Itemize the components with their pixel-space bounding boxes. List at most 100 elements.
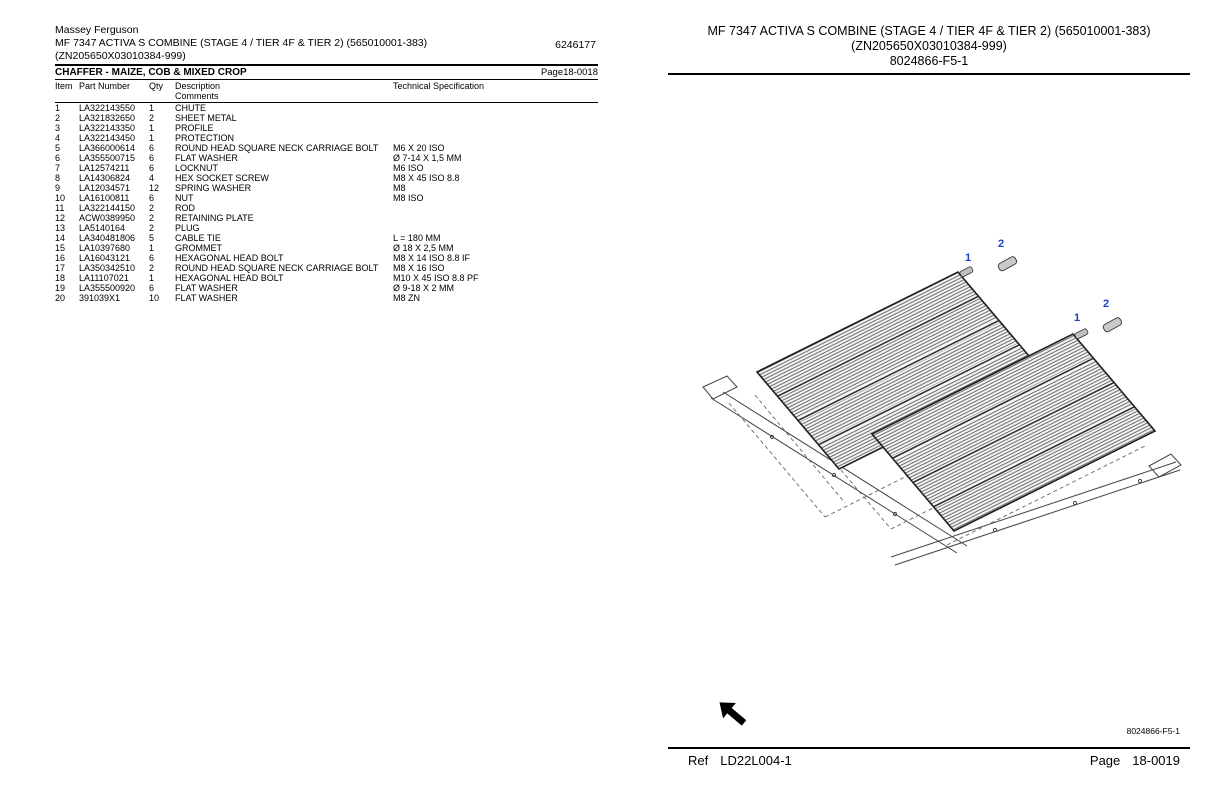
figure-caption: 8024866-F5-1	[1126, 726, 1180, 736]
header-rule	[668, 73, 1190, 75]
cell-qty: 2	[149, 213, 155, 223]
plug-item-2b	[1102, 317, 1123, 333]
column-header-tech-spec: Technical Specification	[393, 81, 598, 103]
doc-number: 6246177	[555, 39, 596, 51]
cell-qty: 2	[149, 203, 155, 213]
cell-part_number: ACW0389950	[79, 213, 136, 223]
cell-qty: 6	[149, 283, 155, 293]
cell-item: 10	[55, 193, 66, 203]
cell-qty: 1	[149, 273, 155, 283]
cell-description: HEXAGONAL HEAD BOLT	[175, 273, 284, 283]
cell-tech_spec: L = 180 MM	[393, 233, 441, 243]
cell-part_number: LA355500920	[79, 283, 136, 293]
cell-tech_spec: Ø 9-18 X 2 MM	[393, 283, 455, 293]
cell-tech_spec: Ø 7-14 X 1,5 MM	[393, 153, 462, 163]
parts-table: Item Part Number Qty Description Comment…	[55, 81, 598, 303]
cell-part_number: LA5140164	[79, 223, 126, 233]
cell-qty: 6	[149, 193, 155, 203]
cell-description: FLAT WASHER	[175, 293, 238, 303]
cell-part_number: LA322144150	[79, 203, 136, 213]
column-header-part-number: Part Number	[79, 81, 149, 103]
cell-tech_spec: M8 ZN	[393, 293, 420, 303]
cell-description: LOCKNUT	[175, 163, 219, 173]
cell-tech_spec: M8 X 14 ISO 8.8 IF	[393, 253, 471, 263]
cell-part_number: LA14306824	[79, 173, 131, 183]
cell-item: 5	[55, 143, 61, 153]
cell-qty: 2	[149, 223, 155, 233]
cell-part_number: LA11107021	[79, 273, 129, 283]
cell-part_number: LA340481806	[79, 233, 136, 243]
cell-description: NUT	[175, 193, 194, 203]
footer-page-value: 18-0019	[1132, 753, 1180, 768]
figure-subtitle: (ZN205650X03010384-999)	[851, 39, 1007, 53]
cell-description: HEX SOCKET SCREW	[175, 173, 269, 183]
cell-description: PROFILE	[175, 123, 214, 133]
left-page-header: Massey Ferguson MF 7347 ACTIVA S COMBINE…	[55, 24, 598, 63]
cell-description: CHUTE	[175, 103, 206, 113]
cell-qty: 10	[149, 293, 160, 303]
column-header-qty: Qty	[149, 81, 175, 103]
cell-description: FLAT WASHER	[175, 283, 238, 293]
cell-item: 3	[55, 123, 61, 133]
cell-tech_spec	[393, 103, 598, 114]
brand-text: Massey Ferguson	[55, 24, 139, 36]
cell-part_number: LA12574211	[79, 163, 130, 173]
cell-tech_spec: M8 X 16 ISO	[393, 263, 445, 273]
section-bar: CHAFFER - MAIZE, COB & MIXED CROP Page18…	[55, 64, 598, 80]
chaffer-panel-2	[870, 328, 1157, 532]
cell-qty: 1	[149, 123, 155, 133]
cell-tech_spec: Ø 18 X 2,5 MM	[393, 243, 454, 253]
cell-part_number: LA322143350	[79, 123, 136, 133]
cell-qty: 6	[149, 163, 155, 173]
parts-table-header: Item Part Number Qty Description Comment…	[55, 81, 598, 103]
cell-item: 18	[55, 273, 66, 283]
cell-description: PLUG	[175, 223, 200, 233]
cell-qty: 4	[149, 173, 155, 183]
figure-title: MF 7347 ACTIVA S COMBINE (STAGE 4 / TIER…	[707, 24, 1151, 38]
cell-tech_spec: M6 X 20 ISO	[393, 143, 445, 153]
cell-description: RETAINING PLATE	[175, 213, 254, 223]
cell-part_number: LA12034571	[79, 183, 131, 193]
footer-ref: Ref LD22L004-1	[688, 753, 792, 768]
cell-qty: 2	[149, 263, 155, 273]
cell-part_number: LA366000614	[79, 143, 136, 153]
column-header-description-line1: Description	[175, 81, 221, 91]
footer-ref-value: LD22L004-1	[720, 753, 792, 768]
cell-tech_spec	[393, 203, 598, 213]
page-subtitle: (ZN205650X03010384-999)	[55, 50, 186, 62]
footer-page-label: Page	[1089, 753, 1121, 768]
callout-2-plug2: 2	[1103, 298, 1109, 310]
column-header-comments-line2: Comments	[175, 91, 219, 101]
footer-ref-label: Ref	[688, 753, 709, 768]
cell-part_number: LA10397680	[79, 243, 131, 253]
cell-description: SHEET METAL	[175, 113, 237, 123]
cell-part_number: LA322143550	[79, 103, 136, 113]
cell-qty: 6	[149, 253, 155, 263]
right-page-footer: Ref LD22L004-1 Page 18-0019	[668, 747, 1190, 768]
figure-code: 8024866-F5-1	[889, 54, 969, 68]
cell-part_number: LA16100811	[79, 193, 130, 203]
cell-item: 6	[55, 153, 61, 163]
cell-item: 14	[55, 233, 66, 243]
frame-lattice	[702, 375, 1182, 566]
footer-page: Page 18-0019	[1090, 753, 1180, 768]
cell-item: 4	[55, 133, 61, 143]
cell-item: 7	[55, 163, 61, 173]
cell-item: 19	[55, 283, 66, 293]
direction-arrow-icon	[712, 700, 752, 736]
cell-tech_spec	[393, 133, 598, 143]
